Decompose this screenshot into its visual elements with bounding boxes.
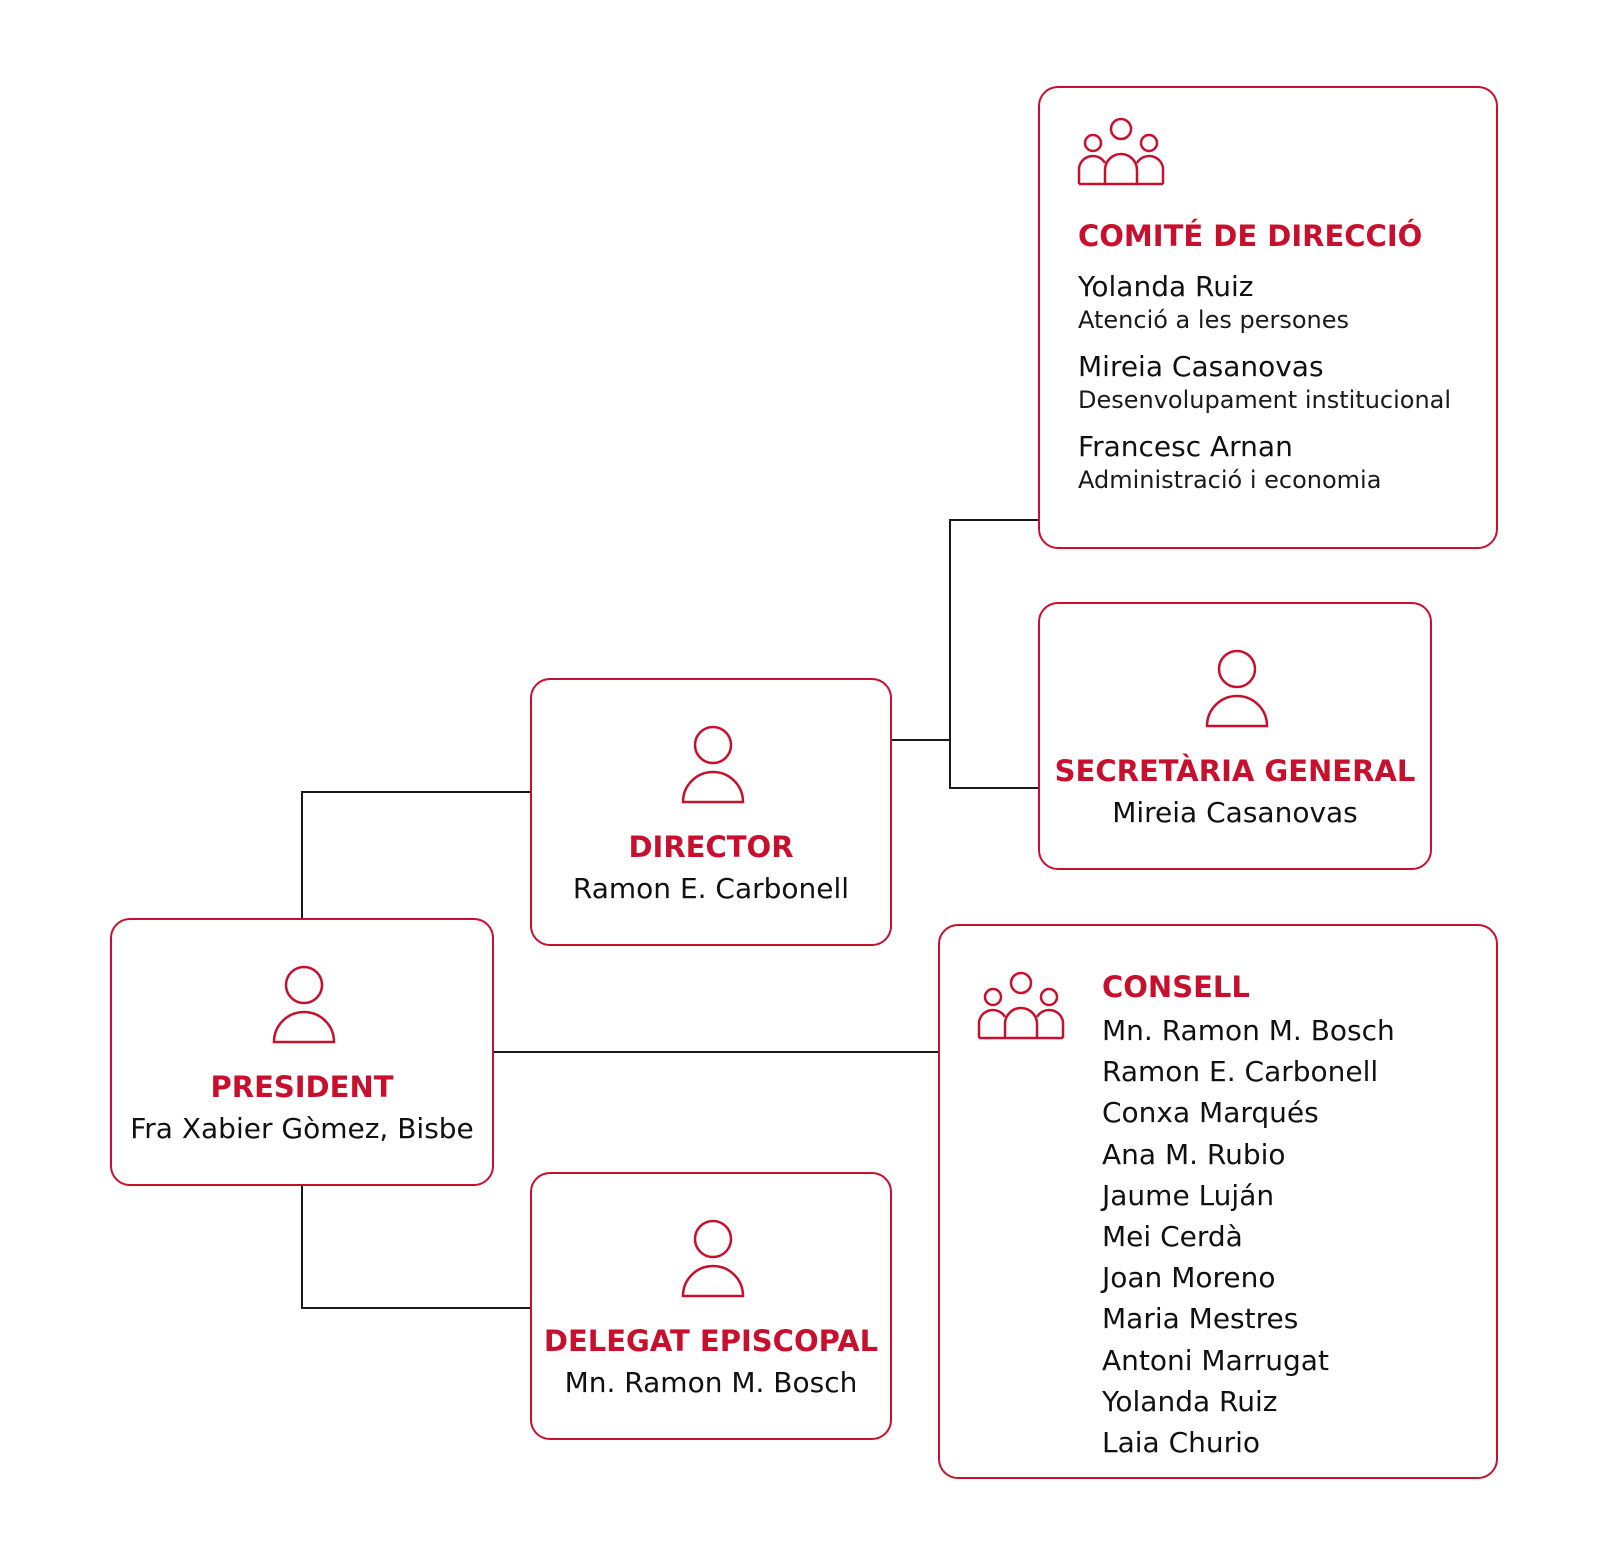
list-item: Laia Churio: [1102, 1426, 1261, 1460]
list-item: Mei Cerdà: [1102, 1220, 1243, 1254]
list-item: Ramon E. Carbonell: [1102, 1055, 1379, 1089]
member-name: Francesc Arnan: [1078, 430, 1293, 463]
list-item: Conxa Marqués: [1102, 1096, 1319, 1130]
consell-members: Mn. Ramon M. Bosch Ramon E. Carbonell Co…: [1102, 1010, 1395, 1463]
person-icon: [681, 1219, 745, 1298]
president-box: PRESIDENT Fra Xabier Gòmez, Bisbe: [110, 918, 494, 1186]
person-icon: [681, 725, 745, 804]
comite-members: Yolanda Ruiz Atenció a les persones Mire…: [1078, 269, 1451, 509]
president-name: Fra Xabier Gòmez, Bisbe: [130, 1112, 474, 1145]
group-icon: [1077, 117, 1165, 186]
connector-branch-comite: [949, 519, 1038, 789]
comite-member: Yolanda Ruiz Atenció a les persones: [1078, 269, 1451, 335]
person-icon: [272, 965, 336, 1044]
director-title: DIRECTOR: [628, 830, 794, 864]
member-role: Atenció a les persones: [1078, 306, 1349, 334]
director-box: DIRECTOR Ramon E. Carbonell: [530, 678, 892, 946]
connector-president-delegat: [301, 1186, 530, 1309]
consell-title: CONSELL: [1102, 970, 1250, 1004]
member-role: Desenvolupament institucional: [1078, 386, 1452, 414]
delegat-title: DELEGAT EPISCOPAL: [543, 1324, 879, 1358]
secretaria-title: SECRETÀRIA GENERAL: [1054, 754, 1416, 788]
list-item: Joan Moreno: [1102, 1261, 1276, 1295]
list-item: Maria Mestres: [1102, 1302, 1299, 1336]
delegat-box: DELEGAT EPISCOPAL Mn. Ramon M. Bosch: [530, 1172, 892, 1440]
list-item: Antoni Marrugat: [1102, 1343, 1329, 1377]
secretaria-name: Mireia Casanovas: [1112, 796, 1358, 829]
director-name: Ramon E. Carbonell: [572, 872, 850, 905]
list-item: Yolanda Ruiz: [1102, 1384, 1278, 1418]
comite-box: COMITÉ DE DIRECCIÓ Yolanda Ruiz Atenció …: [1038, 86, 1498, 549]
secretaria-box: SECRETÀRIA GENERAL Mireia Casanovas: [1038, 602, 1432, 870]
comite-member: Mireia Casanovas Desenvolupament institu…: [1078, 349, 1451, 415]
member-role: Administració i economia: [1078, 466, 1382, 494]
delegat-name: Mn. Ramon M. Bosch: [564, 1366, 858, 1399]
comite-title: COMITÉ DE DIRECCIÓ: [1078, 219, 1423, 253]
comite-member: Francesc Arnan Administració i economia: [1078, 429, 1451, 495]
list-item: Jaume Luján: [1102, 1178, 1275, 1212]
member-name: Mireia Casanovas: [1078, 350, 1324, 383]
consell-box: CONSELL Mn. Ramon M. Bosch Ramon E. Carb…: [938, 924, 1498, 1479]
connector-president-director: [301, 791, 530, 918]
member-name: Yolanda Ruiz: [1078, 270, 1254, 303]
list-item: Ana M. Rubio: [1102, 1137, 1286, 1171]
president-title: PRESIDENT: [210, 1070, 394, 1104]
group-icon: [977, 971, 1065, 1040]
person-icon: [1205, 649, 1269, 728]
list-item: Mn. Ramon M. Bosch: [1102, 1014, 1395, 1047]
